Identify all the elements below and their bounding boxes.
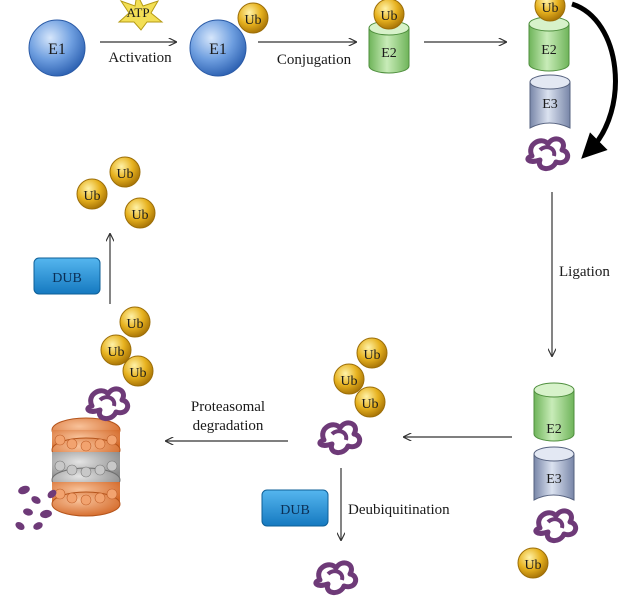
svg-text:DUB: DUB [280,503,310,518]
svg-text:Ub: Ub [380,9,397,24]
substrate-protein-icon [525,136,571,171]
ub-molecule: Ub [534,0,566,22]
svg-text:Ub: Ub [340,374,357,389]
ub-molecule: Ub [122,355,154,387]
e2-ub-complex: E2 Ub [368,0,410,74]
dub-enzyme-left: DUB [33,257,101,295]
ub-molecule: Ub [124,197,156,229]
e2-enzyme-bottom: E2 [533,382,575,442]
substrate-protein-icon [313,560,359,595]
polyubiquitinated-substrate: Ub Ub Ub [317,337,388,455]
curved-arrow-icon [571,1,618,159]
conjugation-label: Conjugation [277,52,352,68]
ub-molecule: Ub [517,547,549,579]
peptide-fragments-icon [15,485,57,531]
dub-enzyme-bottom: DUB [261,489,329,527]
substrate-protein-icon [533,508,579,543]
svg-text:Ub: Ub [131,208,148,223]
svg-text:Ub: Ub [244,13,261,28]
svg-text:E2: E2 [381,46,397,61]
e1-ub-complex: E1 Ub [189,2,269,77]
activation-label: Activation [108,50,172,66]
ub-molecule: Ub [354,386,386,418]
e1-label: E1 [48,41,66,58]
svg-text:Ub: Ub [83,189,100,204]
svg-text:Ub: Ub [107,345,124,360]
e2-ub-complex-right: E2 Ub [528,0,570,72]
ub-molecule: Ub [333,363,365,395]
e1-enzyme-start: E1 [28,19,86,77]
substrate-protein-icon [317,420,363,455]
ub-molecule: Ub [119,306,151,338]
svg-text:Ub: Ub [361,397,378,412]
proteasome-icon [51,417,121,517]
ub-molecule: Ub [356,337,388,369]
degradation-label: degradation [193,418,264,434]
substrate-protein-icon [85,386,131,421]
deubiquitination-label: Deubiquitination [348,502,450,518]
ub-molecule: Ub [237,2,269,34]
ub-molecule: Ub [76,178,108,210]
svg-text:E2: E2 [546,422,562,437]
atp-star-icon: ATP [117,0,164,31]
svg-text:Ub: Ub [126,317,143,332]
svg-text:E3: E3 [546,472,562,487]
ub-molecule: Ub [109,156,141,188]
svg-text:Ub: Ub [116,167,133,182]
svg-text:Ub: Ub [524,558,541,573]
svg-text:Ub: Ub [541,1,558,16]
e3-ligase-bottom: E3 [533,446,575,501]
svg-text:Ub: Ub [129,366,146,381]
svg-text:E1: E1 [209,41,227,58]
proteasomal-label: Proteasomal [191,399,265,415]
ub-molecule: Ub [373,0,405,30]
e3-ligase-top: E3 [529,74,571,129]
free-ub-molecules: Ub Ub Ub [76,156,156,229]
ub-molecule: Ub [100,334,132,366]
atp-label: ATP [126,5,149,20]
svg-text:Ub: Ub [363,348,380,363]
ligation-label: Ligation [559,264,610,280]
svg-text:DUB: DUB [52,271,82,286]
svg-text:E3: E3 [542,97,558,112]
svg-text:E2: E2 [541,43,557,58]
